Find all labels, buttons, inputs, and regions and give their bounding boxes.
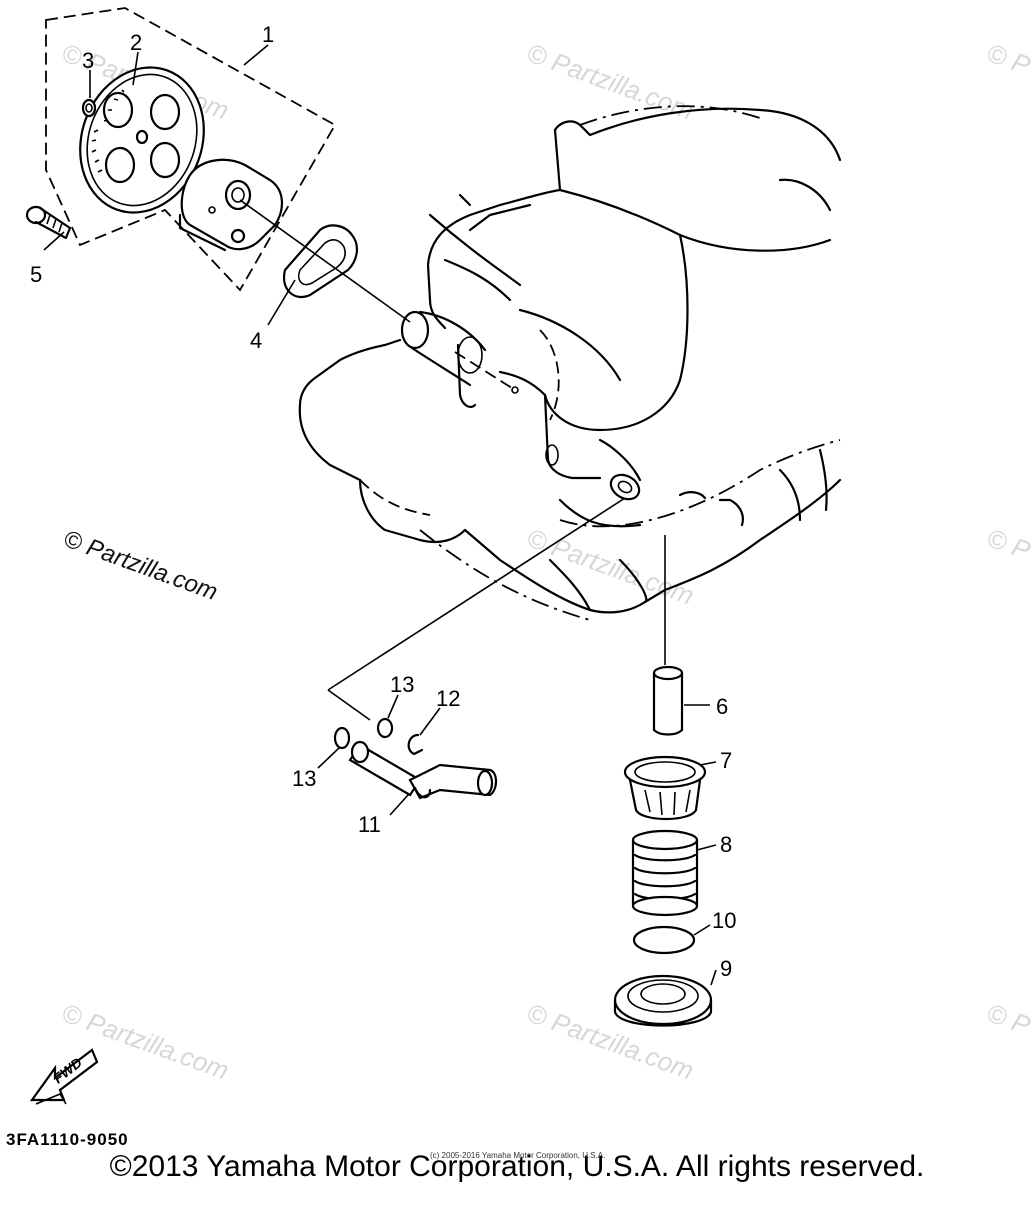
- crankcase-outline: [298, 105, 842, 621]
- callout-2: 2: [130, 30, 142, 55]
- callout-7: 7: [720, 748, 732, 773]
- copyright-notice: ©2013 Yamaha Motor Corporation, U.S.A. A…: [109, 1150, 925, 1183]
- callout-4: 4: [250, 328, 262, 353]
- pump-axis-hidden: [454, 351, 516, 391]
- o-ring: [376, 717, 394, 739]
- circlip: [81, 98, 97, 118]
- callout-9: 9: [720, 956, 732, 981]
- callout-12: 12: [436, 686, 460, 711]
- watermark: © P: [983, 522, 1034, 565]
- pipe: [652, 665, 684, 736]
- callout-5: 5: [30, 262, 42, 287]
- o-ring: [333, 726, 351, 750]
- spring: [631, 829, 699, 917]
- axis-end: [511, 386, 519, 394]
- bolt: [25, 205, 72, 240]
- watermark: © P: [983, 997, 1034, 1040]
- pump-shaft-boss: [400, 310, 641, 501]
- diagram-code: 3FA1110-9050: [6, 1130, 129, 1149]
- pump-axis-line: [239, 199, 411, 323]
- fwd-arrow-icon: FWD: [29, 1048, 99, 1105]
- gasket: [282, 224, 358, 298]
- callout-10: 10: [712, 908, 736, 933]
- callout-leaders: [43, 44, 717, 986]
- oil-pump-assembly-box: [45, 7, 337, 292]
- pump-gear: [79, 66, 205, 214]
- callout-8: 8: [720, 832, 732, 857]
- watermark: © Partzilla.com: [523, 522, 698, 610]
- oil-strainer: [623, 755, 707, 820]
- callout-3: 3: [82, 48, 94, 73]
- callout-11: 11: [358, 812, 381, 837]
- o-ring-large: [632, 925, 696, 955]
- watermark: © P: [983, 37, 1034, 80]
- copyright-small: (c) 2005-2016 Yamaha Motor Corporation, …: [430, 1151, 606, 1160]
- callout-1: 1: [262, 22, 274, 47]
- drain-plug: [613, 974, 713, 1027]
- watermark-dark: © Partzilla.com: [60, 525, 221, 606]
- clip: [407, 733, 424, 756]
- callout-13-lower: 13: [292, 766, 316, 791]
- oil-delivery-pipe: [327, 497, 626, 800]
- callout-numbers: 1 2 3 4 5 6 7 8 9 10 11 12 13 13: [30, 22, 736, 981]
- callout-6: 6: [716, 694, 728, 719]
- pump-body: [178, 158, 283, 252]
- callout-13-upper: 13: [390, 672, 414, 697]
